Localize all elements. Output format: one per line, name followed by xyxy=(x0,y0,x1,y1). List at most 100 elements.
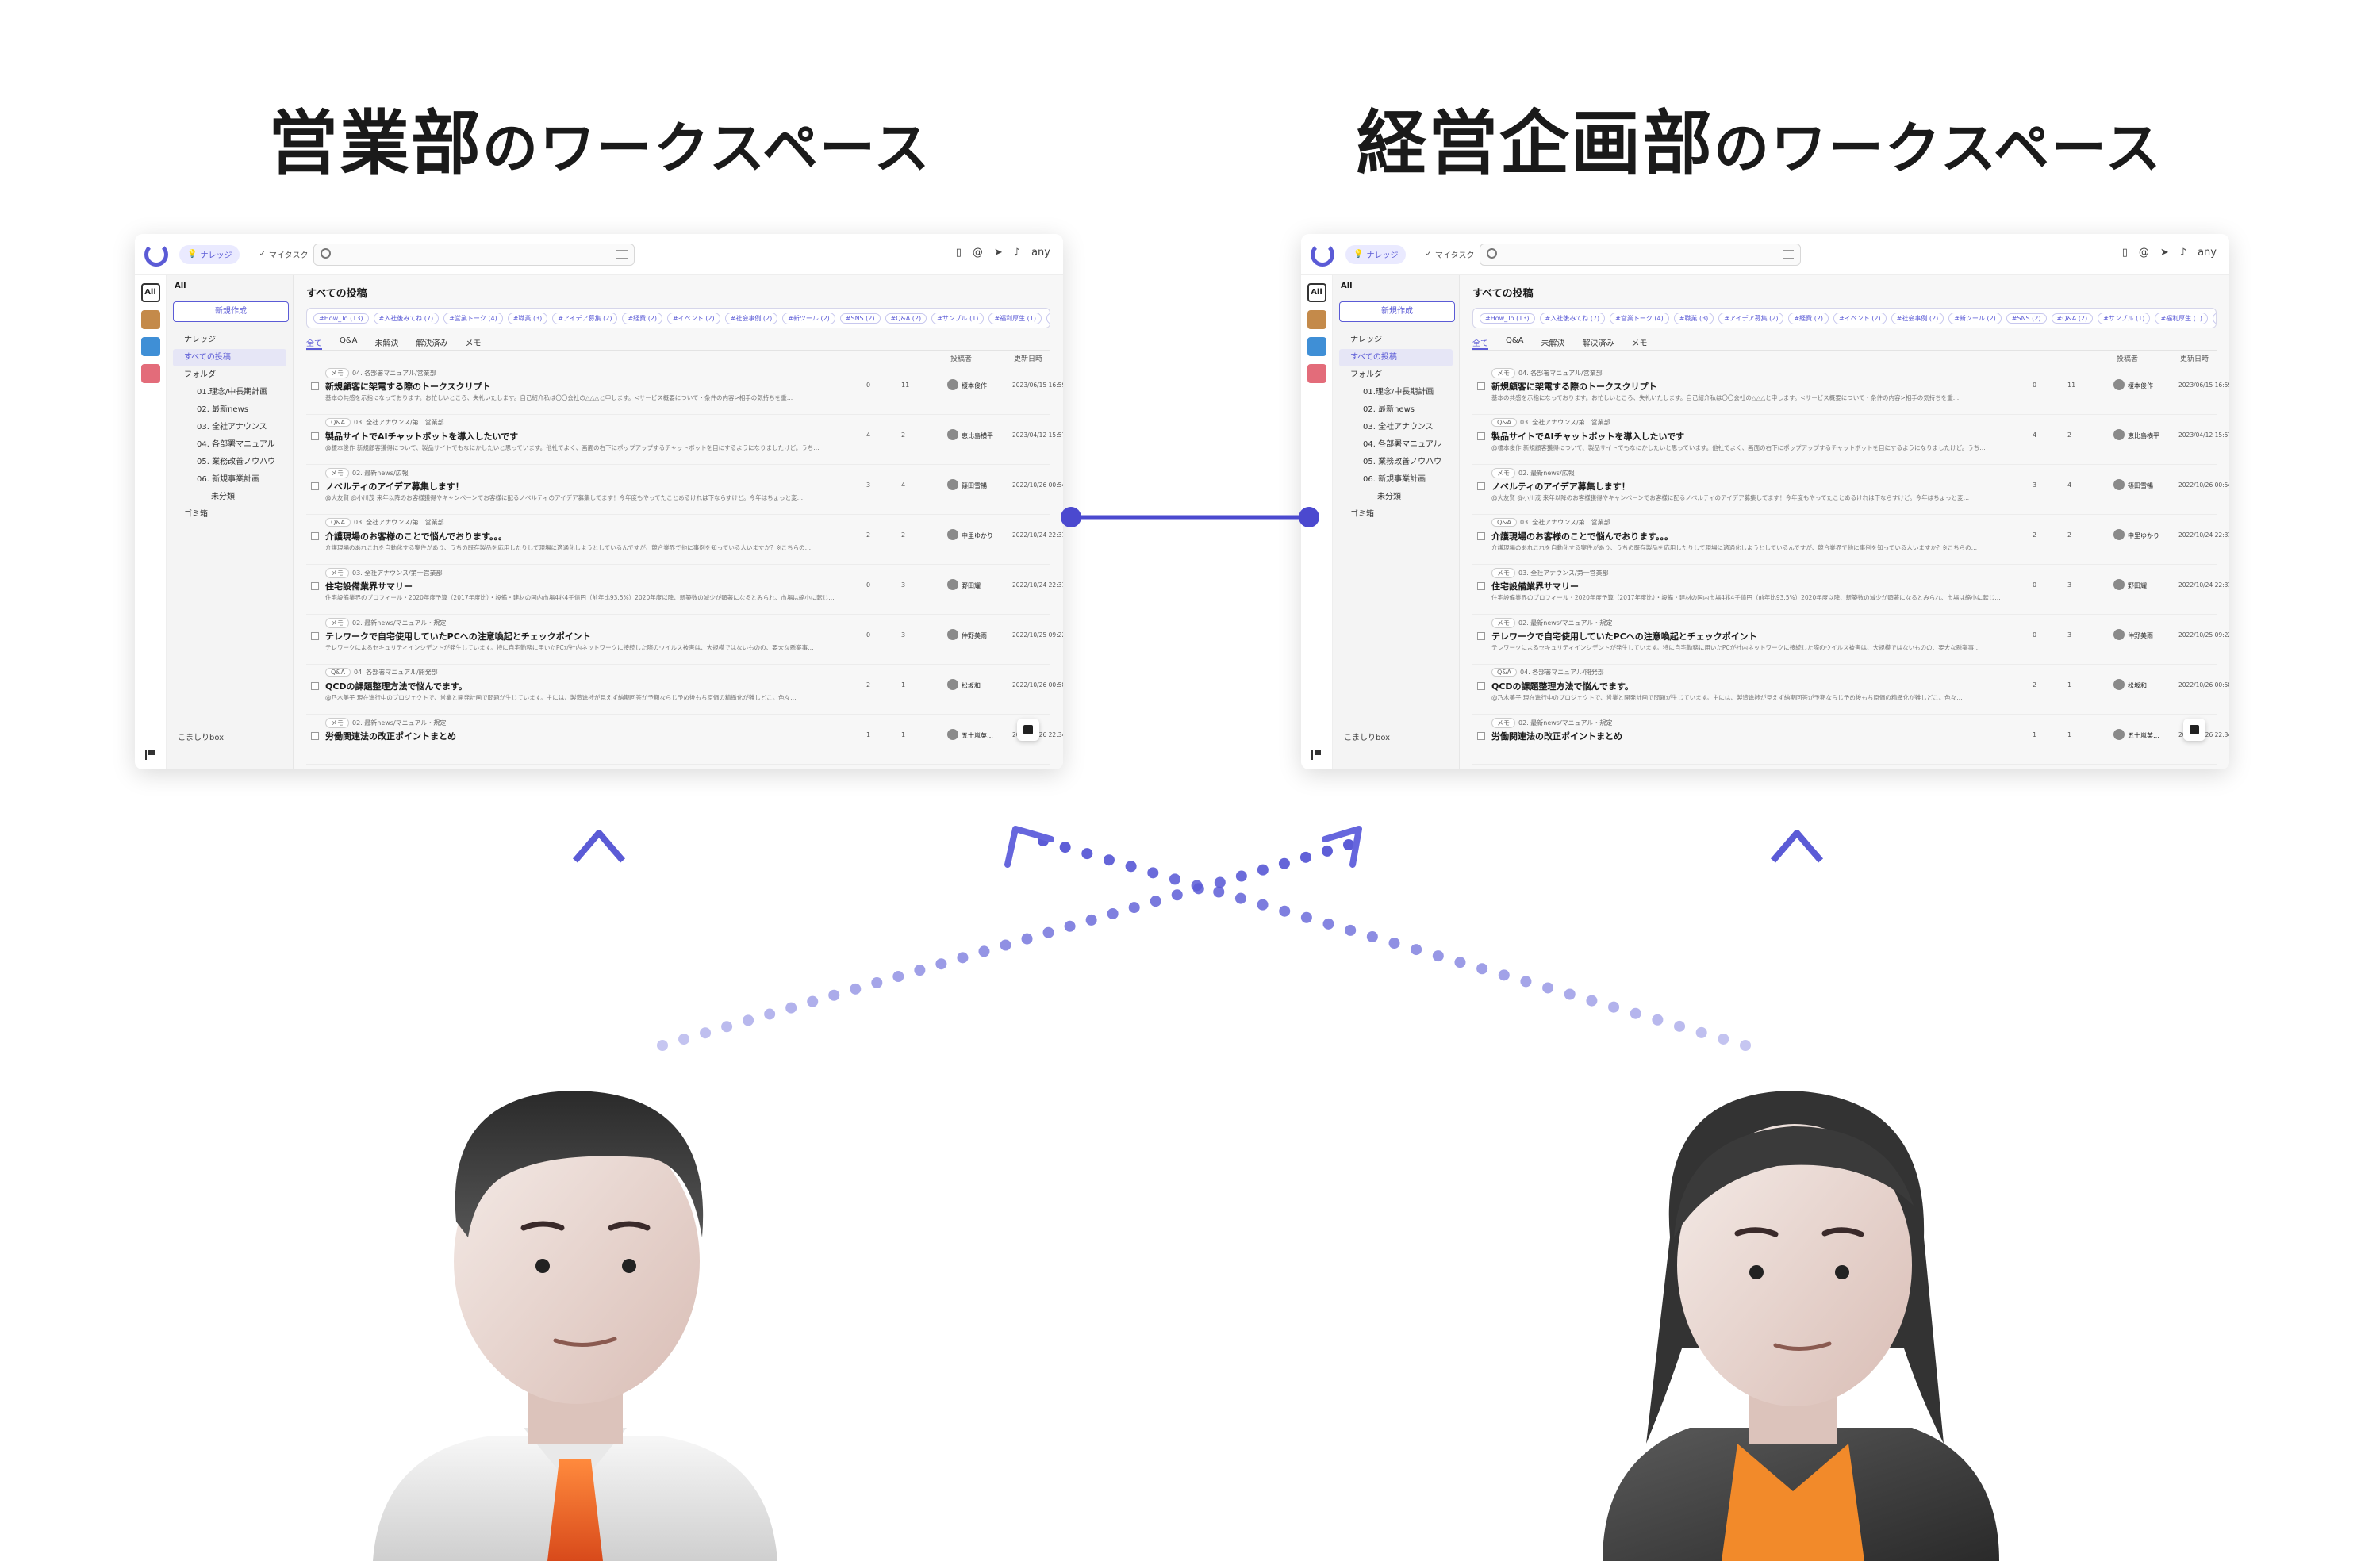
sidebar-folder[interactable]: 05. 業務改善ノウハウ xyxy=(1363,458,1442,466)
sidebar-item-folder[interactable]: フォルダ xyxy=(184,370,216,379)
post-title[interactable]: 製品サイトでAIチャットボットを導入したいです xyxy=(325,431,519,442)
flag-icon[interactable] xyxy=(145,750,155,760)
post-checkbox[interactable] xyxy=(311,732,319,740)
tag-chip[interactable]: #新ツール (2) xyxy=(1948,312,2002,324)
sidebar-folder[interactable]: 02. 最新news xyxy=(197,405,248,414)
at-mention-icon[interactable]: @ xyxy=(2138,247,2149,259)
post-title[interactable]: 労働関連法の改正ポイントまとめ xyxy=(325,731,456,742)
tag-chip[interactable]: #イベント (2) xyxy=(1833,312,1887,324)
bell-icon[interactable]: ♪ xyxy=(1013,247,1021,259)
user-name[interactable]: any xyxy=(2198,247,2217,259)
post-title[interactable]: ノベルティのアイデア募集します！ xyxy=(1491,481,1630,492)
sidebar-item-all-posts[interactable]: すべての投稿 xyxy=(1339,349,1453,366)
post-title[interactable]: 新規顧客に架電する際のトークスクリプト xyxy=(1491,382,1657,392)
sidebar-folder[interactable]: 03. 全社アナウンス xyxy=(197,423,267,431)
post-title[interactable]: 介護現場のお客様のことで悩んでおります。。。 xyxy=(325,531,508,542)
status-tab[interactable]: 全て xyxy=(306,336,322,350)
tag-chip[interactable]: #社会事例 (2) xyxy=(1891,312,1944,324)
tag-chip[interactable]: #福利厚生 (1) xyxy=(988,312,1042,324)
column-author[interactable]: 投稿者 xyxy=(2117,355,2139,363)
tag-chip[interactable]: #社会事例 (2) xyxy=(724,312,778,324)
tag-chip[interactable]: #サンプル (1) xyxy=(2098,312,2151,324)
status-tab[interactable]: 全て xyxy=(1472,336,1488,350)
send-icon[interactable]: ➤ xyxy=(993,247,1003,259)
post-title[interactable]: 住宅設備業界サマリー xyxy=(1491,581,1579,592)
sidebar-folder[interactable]: 02. 最新news xyxy=(1363,405,1415,414)
status-tab[interactable]: 未解決 xyxy=(1541,339,1565,348)
sidebar-folder[interactable]: 03. 全社アナウンス xyxy=(1363,423,1434,431)
post-checkbox[interactable] xyxy=(1477,532,1485,540)
tab-my-tasks[interactable]: ✓マイタスク xyxy=(1417,245,1482,264)
compose-fab[interactable] xyxy=(2183,719,2205,741)
workspace-button[interactable] xyxy=(140,310,160,329)
compose-fab[interactable] xyxy=(1017,719,1039,741)
filter-icon[interactable] xyxy=(1783,250,1794,259)
sidebar-footer-box[interactable]: こましりbox xyxy=(1344,734,1391,742)
post-checkbox[interactable] xyxy=(1477,432,1485,440)
sidebar-item-knowledge[interactable]: ナレッジ xyxy=(1350,336,1382,344)
column-updated[interactable]: 更新日時 xyxy=(2180,355,2209,363)
status-tab[interactable]: メモ xyxy=(465,339,482,348)
search-input[interactable] xyxy=(1480,244,1801,266)
sidebar-folder[interactable]: 01.理念/中長期計画 xyxy=(197,388,268,397)
tab-knowledge[interactable]: 💡ナレッジ xyxy=(1345,244,1407,264)
column-author[interactable]: 投稿者 xyxy=(950,355,973,363)
tag-chip[interactable]: #職業 (3) xyxy=(1673,312,1714,324)
sidebar-folder[interactable]: 06. 新規事業計画 xyxy=(1363,475,1426,484)
workspace-all-button[interactable]: All xyxy=(1307,283,1326,302)
sidebar-item-knowledge[interactable]: ナレッジ xyxy=(184,336,216,344)
post-title[interactable]: 製品サイトでAIチャットボットを導入したいです xyxy=(1491,431,1685,442)
workspace-all-button[interactable]: All xyxy=(140,283,160,302)
post-title[interactable]: QCDの課題整理方法で悩んでます。 xyxy=(325,681,467,692)
bookmark-icon[interactable]: ▯ xyxy=(955,247,962,259)
status-tab[interactable]: Q&A xyxy=(340,336,358,345)
tag-chip[interactable]: #アイデア募集 (2) xyxy=(1718,312,1784,324)
bookmark-icon[interactable]: ▯ xyxy=(2121,247,2128,259)
at-mention-icon[interactable]: @ xyxy=(972,247,983,259)
sidebar-footer-box[interactable]: こましりbox xyxy=(178,734,225,742)
post-checkbox[interactable] xyxy=(311,582,319,590)
send-icon[interactable]: ➤ xyxy=(2159,247,2169,259)
status-tab[interactable]: 解決済み xyxy=(416,339,448,348)
post-title[interactable]: ノベルティのアイデア募集します！ xyxy=(325,481,464,492)
post-checkbox[interactable] xyxy=(311,432,319,440)
post-checkbox[interactable] xyxy=(1477,382,1485,390)
post-checkbox[interactable] xyxy=(311,632,319,640)
tag-chip[interactable]: #職業 (3) xyxy=(507,312,548,324)
sidebar-item-all-posts[interactable]: すべての投稿 xyxy=(173,349,286,366)
tag-chip[interactable]: #新ツール (2) xyxy=(782,312,835,324)
tag-chip[interactable]: #アイデア募集 (2) xyxy=(552,312,618,324)
post-checkbox[interactable] xyxy=(1477,582,1485,590)
sidebar-item-unsorted[interactable]: 未分類 xyxy=(211,493,235,501)
user-name[interactable]: any xyxy=(1031,247,1050,259)
post-checkbox[interactable] xyxy=(1477,682,1485,690)
tag-chip[interactable]: #営業トーク (4) xyxy=(443,312,503,324)
status-tab[interactable]: Q&A xyxy=(1506,336,1524,345)
tag-chip[interactable]: #Q&A (2) xyxy=(2051,313,2094,324)
sidebar-item-unsorted[interactable]: 未分類 xyxy=(1377,493,1401,501)
tag-chip[interactable]: #経費 (2) xyxy=(622,312,663,324)
tag-chip[interactable]: #営業トーク (4) xyxy=(1610,312,1669,324)
post-checkbox[interactable] xyxy=(311,682,319,690)
workspace-button[interactable] xyxy=(140,364,160,383)
post-title[interactable]: 住宅設備業界サマリー xyxy=(325,581,413,592)
tag-chip[interactable]: #SNS (2) xyxy=(839,313,881,324)
sidebar-folder[interactable]: 06. 新規事業計画 xyxy=(197,475,260,484)
tag-chip[interactable]: #Q&A (2) xyxy=(885,313,927,324)
flag-icon[interactable] xyxy=(1311,750,1321,760)
sidebar-folder[interactable]: 04. 各部署マニュアル xyxy=(197,440,275,449)
post-checkbox[interactable] xyxy=(1477,732,1485,740)
post-checkbox[interactable] xyxy=(1477,632,1485,640)
tag-chip[interactable]: #サンプル (1) xyxy=(931,312,985,324)
status-tab[interactable]: 未解決 xyxy=(374,339,399,348)
post-title[interactable]: 労働関連法の改正ポイントまとめ xyxy=(1491,731,1622,742)
post-checkbox[interactable] xyxy=(1477,482,1485,490)
post-title[interactable]: 新規顧客に架電する際のトークスクリプト xyxy=(325,382,491,392)
